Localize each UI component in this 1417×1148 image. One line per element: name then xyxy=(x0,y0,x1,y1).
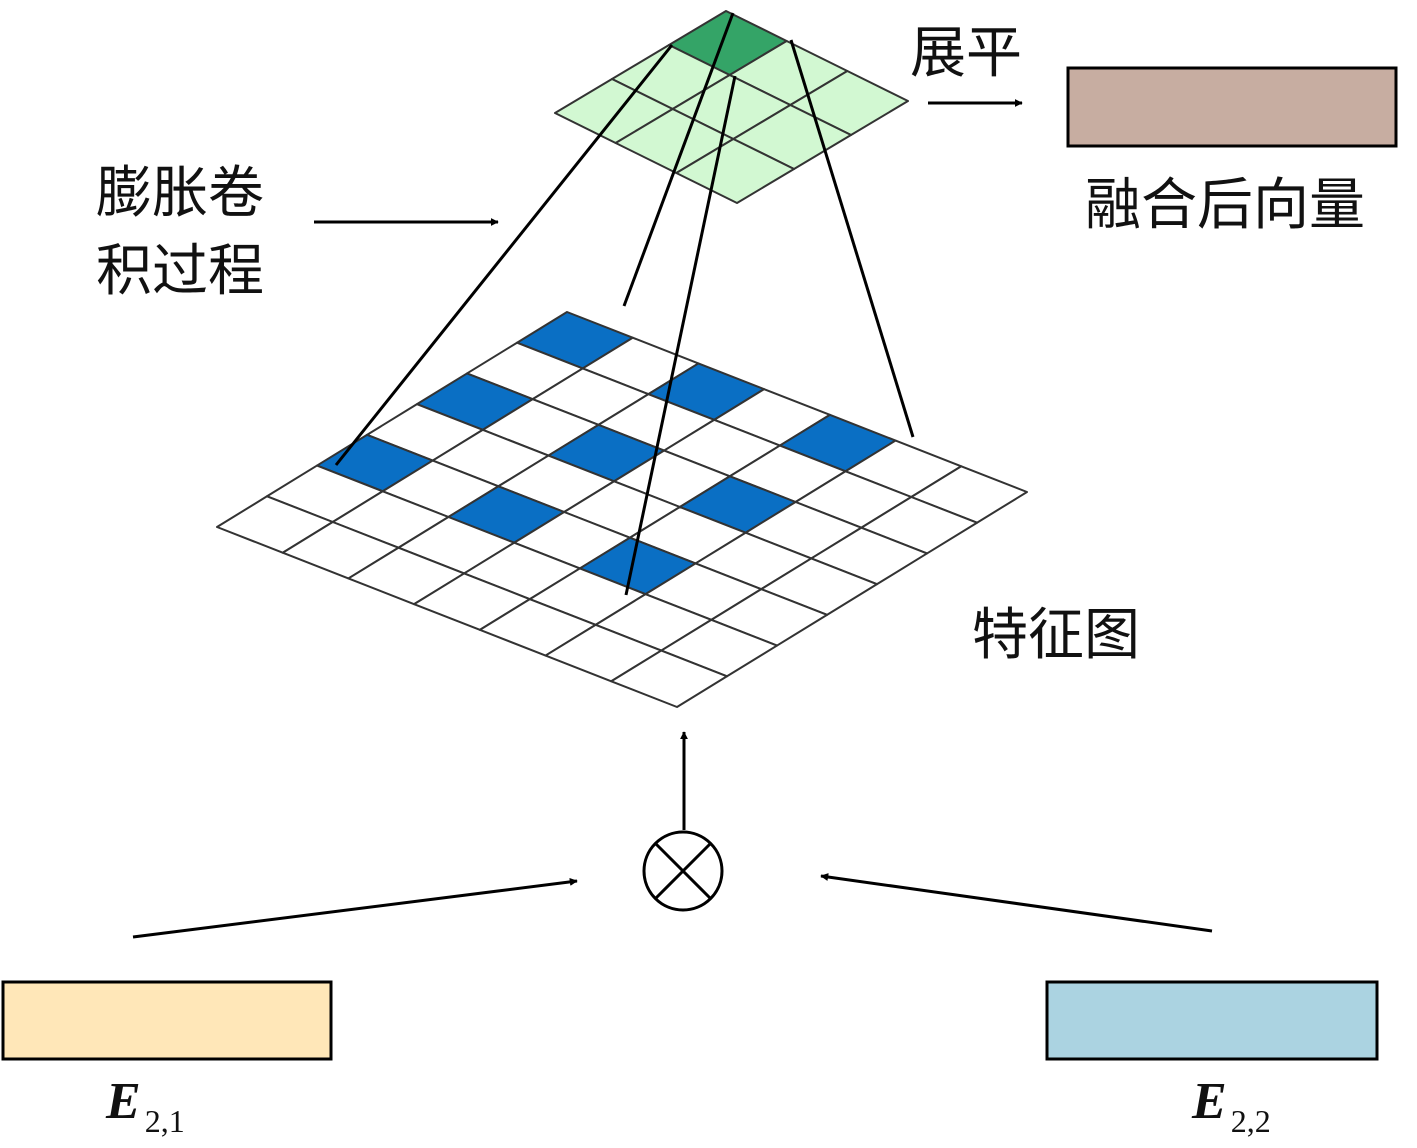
dilated-conv-label-line2: 积过程 xyxy=(96,239,264,304)
receptive-line-front xyxy=(624,75,737,596)
fused-vector-bar xyxy=(1066,66,1398,148)
input-left-symbol: E xyxy=(105,1073,141,1130)
input-right-label: E 2,2 xyxy=(1191,1073,1271,1139)
output-grid xyxy=(554,10,909,204)
input-vector-left xyxy=(1,980,333,1061)
grid-cell-6-6 xyxy=(610,649,728,708)
grid-cell-2-2 xyxy=(675,138,795,204)
receptive-line-left xyxy=(334,44,674,466)
feature-map-grid xyxy=(216,311,1028,708)
feature-map-label: 特征图 xyxy=(972,603,1140,668)
fused-vector-label: 融合后向量 xyxy=(1085,173,1365,238)
left-input-arrow xyxy=(132,877,578,939)
receptive-line-back xyxy=(622,12,735,307)
input-right-symbol: E xyxy=(1191,1073,1227,1130)
input-left-label: E 2,1 xyxy=(105,1073,185,1139)
input-left-subscript: 2,1 xyxy=(145,1103,185,1139)
input-vector-right xyxy=(1045,980,1379,1061)
right-input-arrow xyxy=(820,873,1213,933)
input-right-subscript: 2,2 xyxy=(1231,1103,1271,1139)
receptive-line-right xyxy=(789,39,915,438)
tensor-product-icon xyxy=(642,830,724,912)
flatten-label: 展平 xyxy=(910,21,1022,86)
dilated-conv-label-line1: 膨胀卷 xyxy=(96,161,264,226)
receptive-field-lines xyxy=(334,12,915,596)
